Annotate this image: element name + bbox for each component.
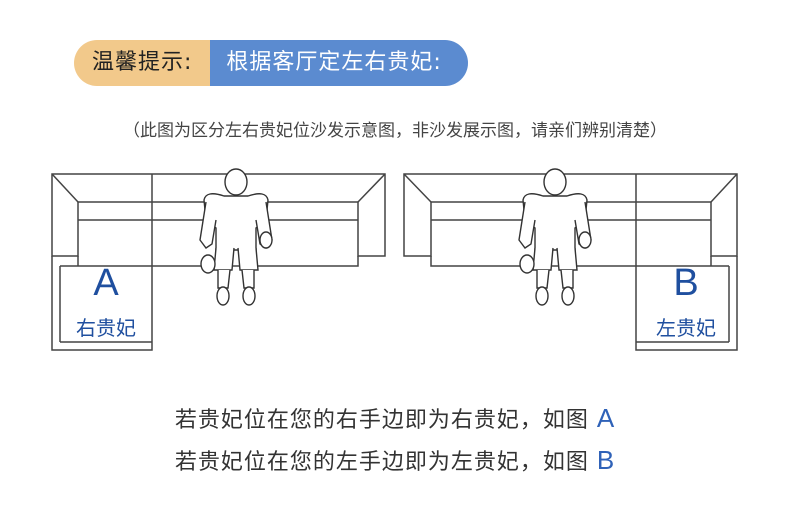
person-a-icon — [199, 168, 273, 306]
sofa-diagram — [51, 168, 738, 351]
sofa-a-label: 右贵妃 — [76, 316, 136, 340]
sofa-b-letter: B — [673, 262, 699, 304]
explanation-b-text: 若贵妃位在您的左手边即为左贵妃，如图 — [174, 450, 597, 475]
tip-header: 温馨提示: 根据客厅定左右贵妃: — [74, 40, 468, 86]
person-b-icon — [518, 168, 592, 306]
explanation-a-text: 若贵妃位在您的右手边即为右贵妃，如图 — [174, 408, 597, 433]
tip-label: 温馨提示: — [74, 40, 211, 86]
explanation-b: 若贵妃位在您的左手边即为左贵妃，如图 B — [0, 444, 790, 476]
sofa-b-outline — [403, 173, 738, 351]
sofa-b-label: 左贵妃 — [656, 316, 716, 340]
explanation-a: 若贵妃位在您的右手边即为右贵妃，如图 A — [0, 402, 790, 434]
explanation-b-tag: B — [596, 445, 616, 475]
disclaimer-note: （此图为区分左右贵妃位沙发示意图，非沙发展示图，请亲们辨别清楚） — [123, 121, 667, 141]
sofa-a-letter: A — [93, 262, 119, 304]
explanation-a-tag: A — [596, 403, 616, 433]
tip-text: 根据客厅定左右贵妃: — [210, 40, 468, 86]
